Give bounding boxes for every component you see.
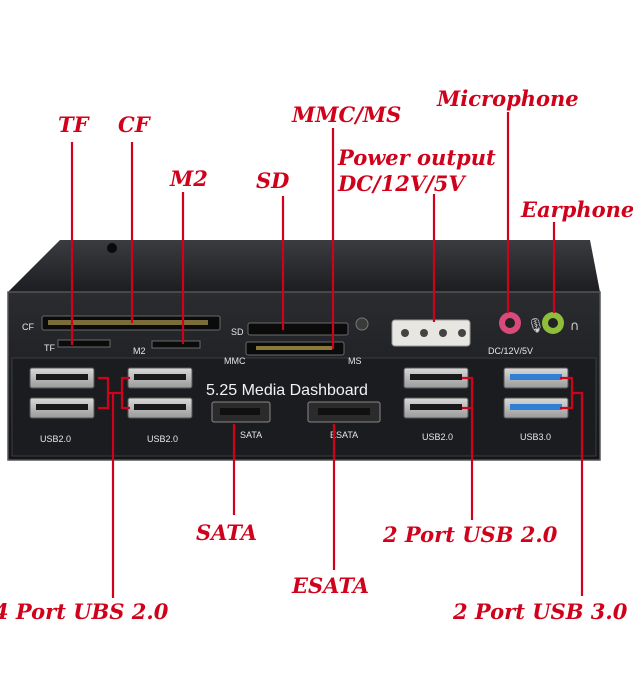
panel-label-usb30: USB3.0 xyxy=(520,432,551,442)
usb30-port-2-tongue xyxy=(510,404,562,410)
usb20-b-port-2-tongue xyxy=(134,404,186,410)
mic-jack-hole xyxy=(505,318,515,328)
callout-power-output-line1: Power output xyxy=(338,145,496,170)
tf-slot xyxy=(57,339,111,348)
callout-cf: CF xyxy=(118,112,150,137)
callout-mmc-ms: MMC/MS xyxy=(292,102,402,127)
panel-label-sd: SD xyxy=(231,327,244,337)
front-panel-inner xyxy=(11,357,597,457)
esata-port-inner xyxy=(318,408,370,415)
callout-tf: TF xyxy=(58,112,89,137)
bracket-usb20-2port xyxy=(462,376,474,520)
panel-label-ms: MS xyxy=(348,356,362,366)
bracket-usb30-2port xyxy=(560,376,584,596)
callout-power-output-line2: DC/12V/5V xyxy=(338,171,465,196)
power-pin-4 xyxy=(458,329,466,337)
panel-label-usb20-b: USB2.0 xyxy=(147,434,178,444)
bracket-usb20-4port xyxy=(98,376,130,598)
activity-led xyxy=(355,317,369,331)
callout-ubs20-4port: 4 Port UBS 2.0 xyxy=(0,599,169,624)
sata-port-inner xyxy=(220,408,260,415)
front-panel-rim xyxy=(7,291,601,461)
sd-slot xyxy=(247,322,349,336)
mic-symbol-icon: 🎙 xyxy=(527,317,545,334)
power-pin-3 xyxy=(439,329,447,337)
callout-esata: ESATA xyxy=(292,573,370,598)
panel-label-mmc: MMC xyxy=(224,356,246,366)
panel-label-tf: TF xyxy=(44,343,55,353)
usb20-c-port-1-tongue xyxy=(410,374,462,380)
callout-usb30-2port: 2 Port USB 3.0 xyxy=(453,599,628,624)
cf-slot-pins xyxy=(48,320,208,325)
m2-slot xyxy=(151,340,201,349)
callout-microphone: Microphone xyxy=(437,86,579,111)
power-connector xyxy=(391,319,471,347)
leader-lines xyxy=(70,112,584,598)
usb20-c-port-2-tongue xyxy=(410,404,462,410)
callout-sata: SATA xyxy=(196,520,258,545)
earphone-jack-hole xyxy=(548,318,558,328)
headphone-symbol-icon: ∩ xyxy=(570,319,580,334)
callout-m2: M2 xyxy=(170,166,208,191)
power-pin-1 xyxy=(401,329,409,337)
chassis-screw-hole xyxy=(107,243,117,253)
panel-label-esata: ESATA xyxy=(330,430,358,440)
callout-usb20-2port: 2 Port USB 2.0 xyxy=(383,522,558,547)
callout-sd: SD xyxy=(256,168,290,193)
panel-title: 5.25 Media Dashboard xyxy=(206,382,368,399)
usb20-b-port-1-tongue xyxy=(134,374,186,380)
callout-earphone: Earphone xyxy=(521,197,633,222)
power-pin-2 xyxy=(420,329,428,337)
panel-label-m2: M2 xyxy=(133,346,146,356)
panel-label-dc: DC/12V/5V xyxy=(488,346,533,356)
panel-label-usb20-c: USB2.0 xyxy=(422,432,453,442)
chassis-top xyxy=(8,240,600,292)
panel-label-sata: SATA xyxy=(240,430,262,440)
panel-label-usb20-a: USB2.0 xyxy=(40,434,71,444)
usb20-a-port-2-tongue xyxy=(36,404,88,410)
panel-label-cf: CF xyxy=(22,322,34,332)
mmc-ms-pins xyxy=(256,346,332,350)
usb30-port-1-tongue xyxy=(510,374,562,380)
usb20-a-port-1-tongue xyxy=(36,374,88,380)
